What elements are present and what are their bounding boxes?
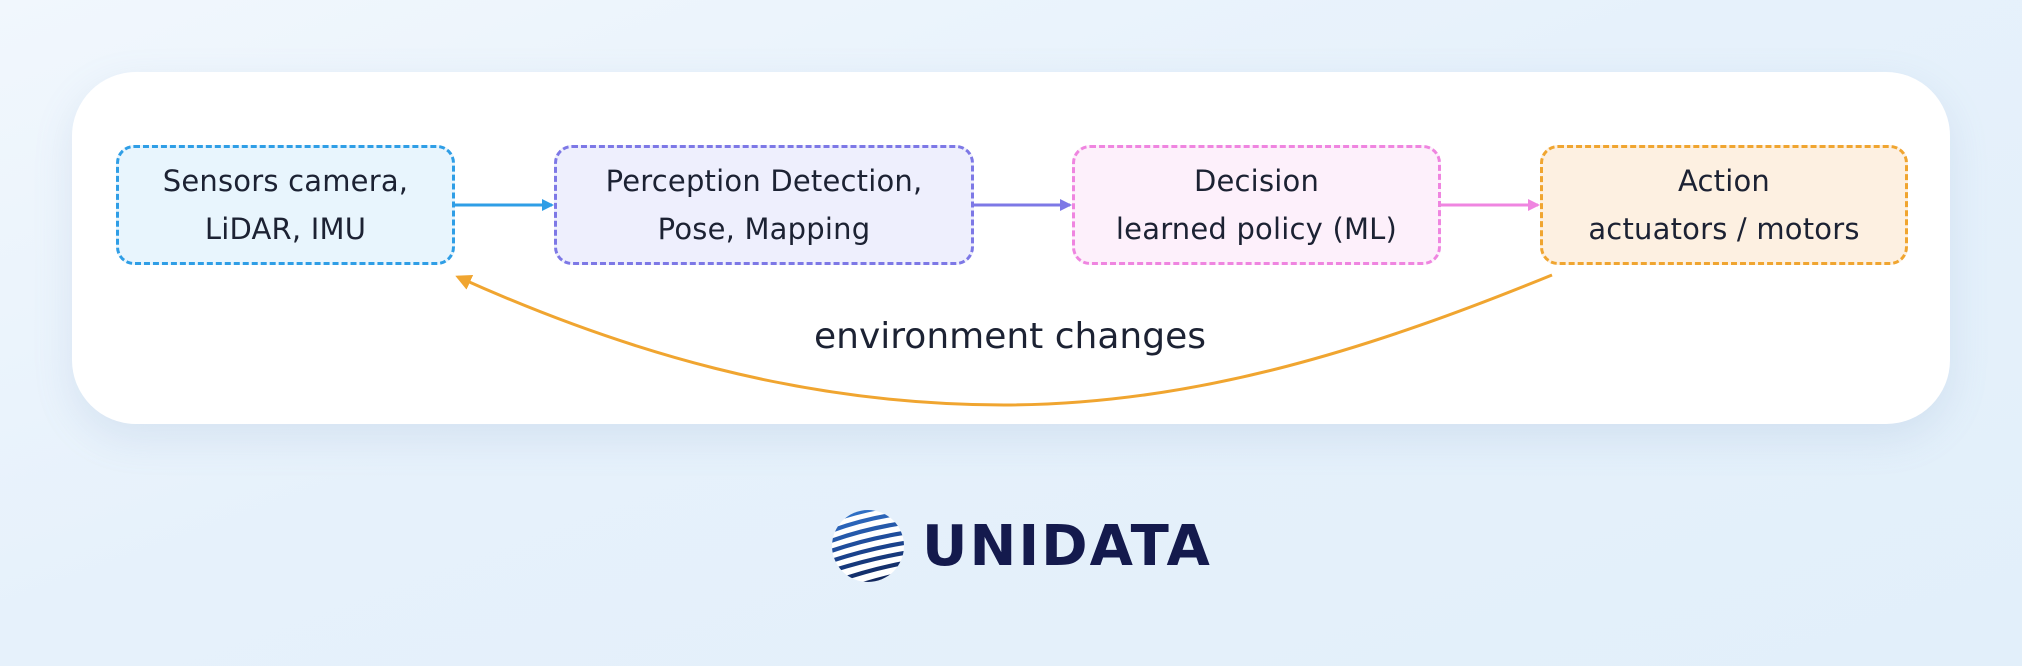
node-decision-line-1: Decision: [1193, 164, 1320, 198]
node-action-line-1: Action: [1677, 164, 1771, 198]
node-action-line-2: actuators / motors: [1588, 212, 1860, 246]
striped-globe-icon: [832, 510, 904, 582]
node-sensors-line-2: LiDAR, IMU: [204, 212, 367, 246]
node-sensors-line-1: Sensors camera,: [162, 164, 409, 198]
node-decision: Decision learned policy (ML): [1072, 145, 1441, 265]
node-perception-line-1: Perception Detection,: [605, 164, 923, 198]
node-perception: Perception Detection, Pose, Mapping: [554, 145, 974, 265]
edge-action-sensors-feedback: [455, 273, 1553, 407]
feedback-edge-label: environment changes: [814, 316, 1206, 357]
brand-logo: UNIDATA: [830, 506, 1212, 586]
brand-logo-text: UNIDATA: [922, 513, 1212, 579]
node-perception-line-2: Pose, Mapping: [657, 212, 871, 246]
node-decision-line-2: learned policy (ML): [1115, 212, 1398, 246]
node-action: Action actuators / motors: [1540, 145, 1908, 265]
node-sensors: Sensors camera, LiDAR, IMU: [116, 145, 455, 265]
